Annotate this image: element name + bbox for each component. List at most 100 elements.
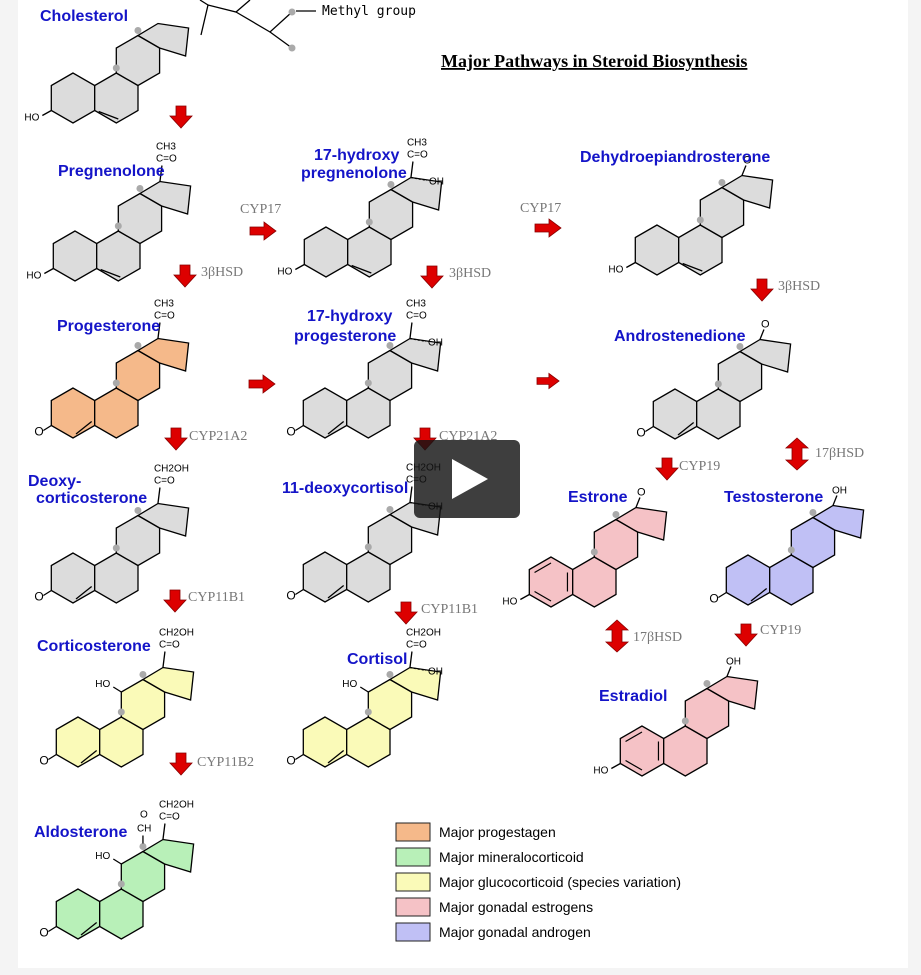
hydroxyl-label: OH bbox=[428, 667, 443, 678]
methyl-dot bbox=[364, 379, 372, 387]
ring-a bbox=[50, 387, 96, 439]
pathway-arrow-down bbox=[173, 264, 197, 288]
pathway-arrow-right bbox=[249, 221, 277, 241]
legend-label: Major gonadal estrogens bbox=[439, 899, 593, 915]
bond bbox=[635, 497, 641, 508]
pathway-arrow-down bbox=[734, 623, 758, 647]
molecule-estrone: HOO bbox=[502, 487, 668, 608]
methyl-dot bbox=[703, 680, 711, 687]
methyl-dot bbox=[288, 44, 296, 52]
ring-d bbox=[614, 506, 668, 541]
pathway-arrow-down bbox=[164, 427, 188, 451]
enzyme-label: 3βHSD bbox=[449, 266, 491, 281]
keto-label: O bbox=[743, 155, 752, 167]
bond bbox=[726, 666, 732, 677]
pathway-arrow-reversible bbox=[784, 437, 810, 471]
bond bbox=[48, 753, 57, 761]
enzyme-label: 3βHSD bbox=[778, 279, 820, 294]
name-testosterone: Testosterone bbox=[724, 489, 823, 506]
double-bond bbox=[75, 420, 93, 435]
double-bond bbox=[677, 421, 695, 436]
methyl-dot bbox=[136, 185, 144, 192]
enzyme-label: CYP19 bbox=[679, 459, 720, 474]
ring-a bbox=[302, 387, 348, 439]
ring-a bbox=[652, 388, 698, 440]
aromatic-bond bbox=[625, 759, 643, 771]
bond bbox=[157, 322, 161, 339]
molecule-cholesterol: HO bbox=[24, 22, 190, 124]
double-bond bbox=[351, 264, 372, 274]
legend-label: Major gonadal androgen bbox=[439, 924, 591, 940]
pathway-arrow-down bbox=[420, 265, 444, 289]
methyl-dot bbox=[787, 546, 795, 554]
bond bbox=[759, 329, 765, 340]
ring-a bbox=[619, 725, 665, 777]
pathway-arrow-right bbox=[534, 218, 562, 238]
bond bbox=[832, 495, 838, 506]
methyl-group-label: Methyl group bbox=[322, 4, 416, 19]
bond bbox=[409, 666, 427, 672]
ring-d bbox=[136, 502, 190, 537]
carbonyl-label: C=O bbox=[406, 311, 427, 322]
bond bbox=[295, 753, 304, 761]
double-bond bbox=[327, 420, 345, 435]
ring-d bbox=[388, 666, 442, 701]
bond bbox=[409, 337, 427, 343]
ring-a bbox=[55, 716, 101, 768]
carbonyl-label: C=O bbox=[154, 476, 175, 487]
cholesterol-side-chain bbox=[199, 0, 316, 49]
methyl-dot bbox=[117, 880, 125, 888]
methyl-dot bbox=[736, 343, 744, 350]
pathway-arrow-down bbox=[750, 278, 774, 302]
bond bbox=[611, 762, 621, 770]
methyl-dot bbox=[288, 8, 296, 16]
double-bond bbox=[327, 749, 345, 764]
bond bbox=[44, 267, 54, 275]
carbonyl-label: C=O bbox=[407, 150, 428, 161]
legend-label: Major glucocorticoid (species variation) bbox=[439, 874, 681, 890]
keto-label: O bbox=[637, 487, 646, 499]
enzyme-label: CYP11B2 bbox=[197, 755, 254, 770]
name-17-hydroxy-progesterone-1: 17-hydroxy bbox=[307, 308, 392, 325]
name-progesterone: Progesterone bbox=[57, 318, 160, 335]
bond bbox=[718, 591, 727, 599]
bond bbox=[162, 651, 166, 668]
carbonyl-label: C=O bbox=[156, 154, 177, 165]
hydroxyl-label: HO bbox=[24, 113, 39, 124]
enzyme-label: CYP17 bbox=[240, 202, 281, 217]
methyl-dot bbox=[364, 708, 372, 716]
hydroxyl-label: OH bbox=[428, 338, 443, 349]
play-icon bbox=[452, 459, 488, 499]
methyl-dot bbox=[718, 179, 726, 186]
double-bond bbox=[75, 585, 93, 600]
hydroxyl-label: HO bbox=[342, 679, 357, 690]
name-estradiol: Estradiol bbox=[599, 688, 667, 705]
ring-a bbox=[55, 888, 101, 940]
methyl-label: CH2OH bbox=[406, 628, 441, 639]
name-aldosterone: Aldosterone bbox=[34, 824, 127, 841]
ring-a bbox=[50, 552, 96, 604]
pathway-arrow-right bbox=[536, 372, 560, 390]
enzyme-label: CYP17 bbox=[520, 201, 561, 216]
bond bbox=[410, 161, 414, 178]
ring-d bbox=[811, 504, 865, 539]
name-corticosterone: Corticosterone bbox=[37, 638, 151, 655]
bond bbox=[626, 261, 636, 269]
arrow-layer bbox=[163, 105, 810, 776]
pathway-arrow-down bbox=[169, 752, 193, 776]
ring-d bbox=[720, 174, 774, 209]
legend-label: Major mineralocorticoid bbox=[439, 849, 584, 865]
legend-swatch-progestagen bbox=[395, 822, 431, 842]
ring-d bbox=[388, 337, 442, 372]
ring-a bbox=[302, 551, 348, 603]
methyl-dot bbox=[809, 509, 817, 516]
aromatic-bond bbox=[534, 562, 552, 574]
keto-label: O bbox=[761, 319, 770, 331]
bond bbox=[409, 486, 413, 503]
video-play-button[interactable] bbox=[414, 440, 520, 518]
ring-d bbox=[738, 338, 792, 373]
methyl-dot bbox=[134, 507, 142, 514]
